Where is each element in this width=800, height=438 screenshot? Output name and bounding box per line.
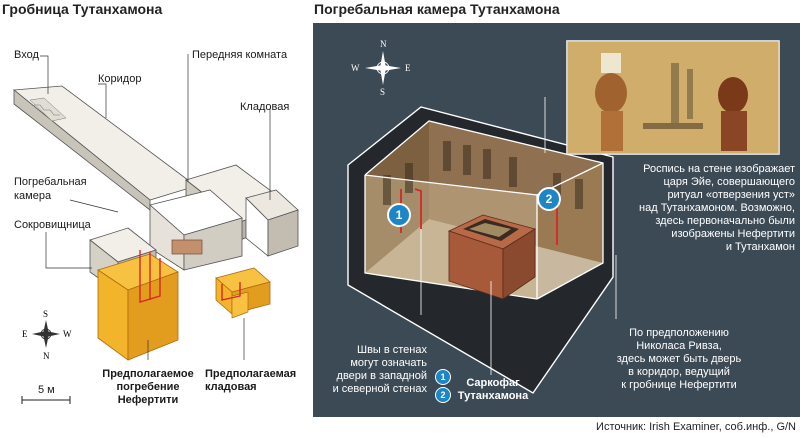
- mural-caption-line: царя Эйе, совершающего: [663, 176, 795, 188]
- seams-caption-line: и северной стенах: [332, 383, 427, 395]
- label-nefertiti-line1: Предполагаемое: [102, 368, 194, 380]
- label-store2-line1: Предполагаемая: [205, 368, 297, 380]
- mural-caption-line: изображены Нефертити: [671, 228, 795, 240]
- burial-chamber: [149, 189, 243, 271]
- compass-right-bottom: S: [380, 87, 386, 97]
- label-treasury: Сокровищница: [14, 219, 91, 231]
- marker-2: 2: [537, 187, 561, 211]
- mural-caption-line: и Тутанхамон: [725, 241, 795, 253]
- compass-right: [365, 51, 401, 85]
- seams-caption-line: Швы в стенах: [356, 344, 427, 356]
- sarcophagus-caption-line: Саркофаг: [466, 377, 520, 389]
- label-storeroom: Кладовая: [240, 101, 290, 113]
- sarcophagus-caption: Саркофаг Тутанхамона: [445, 377, 541, 403]
- label-corridor: Коридор: [98, 73, 142, 85]
- label-entrance: Вход: [14, 49, 39, 61]
- burial-chamber-panel: 1 2 1 2 N S W E Роспись на стене изображ…: [313, 23, 800, 417]
- hypothetical-storeroom: [215, 267, 271, 319]
- compass-right-right: E: [405, 63, 411, 73]
- source-credit: Источник: Irish Examiner, соб.инф., G/N: [596, 421, 796, 433]
- seams-caption: Швы в стенах могут означать двери в запа…: [325, 344, 427, 396]
- scale-bar: [21, 396, 71, 404]
- reeves-caption-line: здесь может быть дверь: [616, 353, 742, 365]
- reeves-caption-line: По предположению: [629, 327, 729, 339]
- corridor: [12, 85, 197, 211]
- mural-caption-line: ритуал «отверзения уст»: [667, 189, 795, 201]
- mural-caption: Роспись на стене изображает царя Эйе, со…: [623, 163, 795, 254]
- compass-right-left: W: [351, 63, 360, 73]
- right-leader-lines: [420, 97, 617, 375]
- compass-left: [32, 320, 60, 348]
- compass-left-bottom: N: [43, 351, 50, 361]
- annex: [245, 189, 299, 257]
- leader-lines: [40, 54, 271, 360]
- compass-left-right: W: [63, 329, 72, 339]
- compass-left-top: S: [43, 309, 49, 319]
- panel-divider: [311, 0, 313, 417]
- sarcophagus: [447, 214, 536, 300]
- tomb-plan: [12, 54, 299, 404]
- label-burial-line2: камера: [14, 190, 52, 202]
- right-title: Погребальная камера Тутанхамона: [314, 1, 560, 17]
- chamber-cutaway: [347, 40, 780, 394]
- mural-image: [566, 40, 780, 155]
- nefertiti-chamber: [97, 250, 179, 361]
- left-title: Гробница Тутанхамона: [2, 1, 163, 17]
- label-antechamber: Передняя комната: [192, 49, 288, 61]
- scale-label: 5 м: [38, 384, 55, 396]
- label-burial-line1: Погребальная: [14, 176, 87, 188]
- compass-right-top: N: [380, 39, 387, 49]
- compass-left-left: E: [22, 329, 28, 339]
- legend-marker-2: 2: [435, 387, 451, 403]
- reeves-caption: По предположению Николаса Ривза, здесь м…: [613, 327, 745, 392]
- mural-caption-line: здесь первоначально были: [655, 215, 795, 227]
- mural-caption-line: над Тутанхамоном. Возможно,: [639, 202, 795, 214]
- marker-1: 1: [387, 203, 411, 227]
- seams-caption-line: двери в западной: [336, 370, 427, 382]
- reeves-caption-line: к гробнице Нефертити: [621, 379, 737, 391]
- label-store2-line2: кладовая: [205, 381, 257, 393]
- sarcophagus-caption-line: Тутанхамона: [457, 390, 529, 402]
- reeves-caption-line: Николаса Ривза,: [636, 340, 722, 352]
- label-nefertiti-line3: Нефертити: [117, 394, 179, 406]
- mural-caption-line: Роспись на стене изображает: [643, 163, 795, 175]
- reeves-caption-line: в коридор, ведущий: [628, 366, 730, 378]
- label-nefertiti-line2: погребение: [116, 381, 180, 393]
- seams-caption-line: могут означать: [350, 357, 427, 369]
- legend-marker-1: 1: [435, 369, 451, 385]
